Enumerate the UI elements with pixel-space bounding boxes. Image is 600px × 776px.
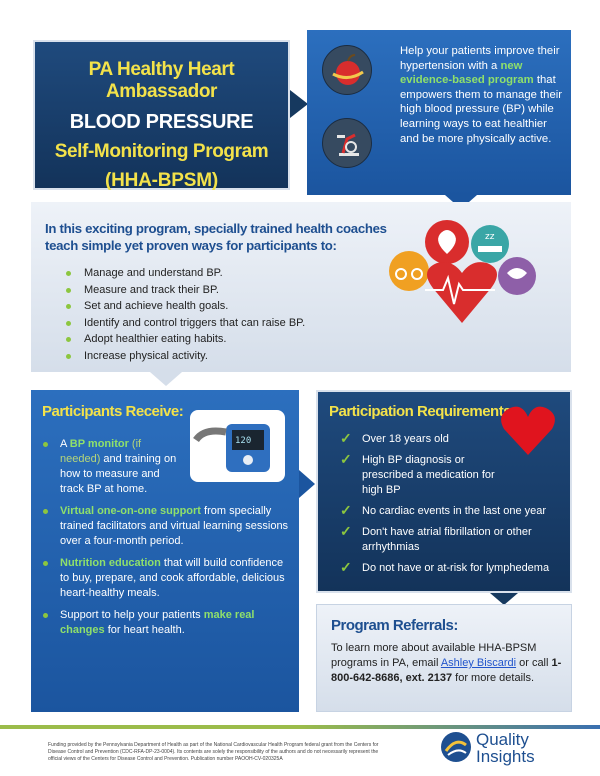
svg-text:zz: zz bbox=[485, 232, 495, 242]
check-icon: ✓ bbox=[340, 430, 352, 446]
intro-highlight: new evidence-based program bbox=[400, 59, 534, 87]
program-item: Measure and track their BP. bbox=[64, 282, 394, 299]
requirement-item: ✓Don't have atrial fibrillation or other… bbox=[340, 523, 532, 554]
title-box: PA Healthy Heart Ambassador BLOOD PRESSU… bbox=[33, 40, 290, 191]
exercise-bike-icon bbox=[322, 118, 372, 168]
intro-text-part-2: that empowers them to manage their high … bbox=[400, 74, 563, 145]
title-line-2: BLOOD PRESSURE bbox=[69, 111, 254, 133]
quality-insights-logo-text: Quality Insights bbox=[476, 730, 535, 766]
footer-funding-text: Funding provided by the Pennsylvania Dep… bbox=[48, 742, 379, 762]
program-item: Adopt healthier eating habits. bbox=[64, 331, 394, 348]
footer-divider bbox=[0, 725, 600, 729]
receive-arrow bbox=[299, 470, 315, 498]
requirement-item: ✓Over 18 years old bbox=[340, 430, 449, 446]
title-line-3: Self-Monitoring Program bbox=[54, 141, 269, 162]
check-icon: ✓ bbox=[340, 559, 352, 575]
apple-icon bbox=[438, 230, 456, 254]
requirements-arrow bbox=[490, 593, 518, 605]
svg-text:120: 120 bbox=[235, 436, 251, 446]
nutrition-strong: Nutrition education bbox=[60, 557, 161, 569]
intro-text: Help your patients improve their hyperte… bbox=[400, 44, 565, 146]
intro-text-part-1: Help your patients improve their hyperte… bbox=[400, 45, 560, 72]
bicycle-icon bbox=[395, 268, 407, 280]
heart-pulse-icon bbox=[427, 262, 497, 323]
health-icons-cluster: zz bbox=[385, 218, 565, 368]
receive-item-virtual-support: Virtual one-on-one support from speciall… bbox=[43, 504, 293, 549]
quality-insights-logo-icon bbox=[440, 731, 472, 763]
heart-monitor-icon bbox=[507, 268, 527, 279]
bp-monitor-icon: 120 bbox=[190, 410, 285, 482]
virtual-support-strong: Virtual one-on-one support bbox=[60, 505, 201, 517]
program-item: Manage and understand BP. bbox=[64, 265, 394, 282]
sleep-bed-icon bbox=[478, 246, 502, 252]
requirement-item: ✓No cardiac events in the last one year bbox=[340, 502, 547, 518]
program-arrow bbox=[150, 372, 182, 386]
receive-item-support: Support to help your patients make real … bbox=[43, 608, 293, 638]
requirement-item: ✓Do not have or at-risk for lymphedema bbox=[340, 559, 550, 575]
requirements-heading: Participation Requirements: bbox=[329, 403, 516, 420]
requirements-list: ✓Over 18 years old ✓High BP diagnosis or… bbox=[340, 430, 565, 582]
referrals-text: To learn more about available HHA-BPSM p… bbox=[331, 642, 562, 684]
program-item: Identify and control triggers that can r… bbox=[64, 315, 394, 332]
apple-measuring-tape-icon bbox=[322, 45, 372, 95]
bp-monitor-strong: BP monitor bbox=[69, 438, 129, 450]
check-icon: ✓ bbox=[340, 502, 352, 518]
referrals-heading: Program Referrals: bbox=[331, 617, 458, 634]
program-list: Manage and understand BP. Measure and tr… bbox=[64, 265, 394, 364]
receive-list: A BP monitor (if needed) and training on… bbox=[43, 437, 293, 645]
check-icon: ✓ bbox=[340, 451, 352, 467]
program-item: Set and achieve health goals. bbox=[64, 298, 394, 315]
title-arrow bbox=[290, 90, 308, 118]
program-item: Increase physical activity. bbox=[64, 348, 394, 365]
receive-item-bp-monitor: A BP monitor (if needed) and training on… bbox=[43, 437, 183, 497]
email-ashley-biscardi-link[interactable]: Ashley Biscardi bbox=[440, 657, 517, 669]
title-line-4: (HHA-BPSM) bbox=[104, 170, 219, 191]
referrals-box bbox=[316, 604, 572, 712]
referral-phone: 1-800-642-8686, ext. 2137 bbox=[331, 657, 562, 684]
make-real-changes-strong: make real changes bbox=[60, 609, 255, 636]
requirement-item: ✓High BP diagnosis or prescribed a medic… bbox=[340, 451, 495, 497]
title-line-1: PA Healthy Heart Ambassador bbox=[88, 59, 235, 102]
red-heart-icon bbox=[500, 405, 556, 457]
receive-heading: Participants Receive: bbox=[42, 403, 184, 420]
receive-item-nutrition: Nutrition education that will build conf… bbox=[43, 556, 293, 601]
program-heading: In this exciting program, specially trai… bbox=[45, 221, 387, 253]
check-icon: ✓ bbox=[340, 523, 352, 539]
